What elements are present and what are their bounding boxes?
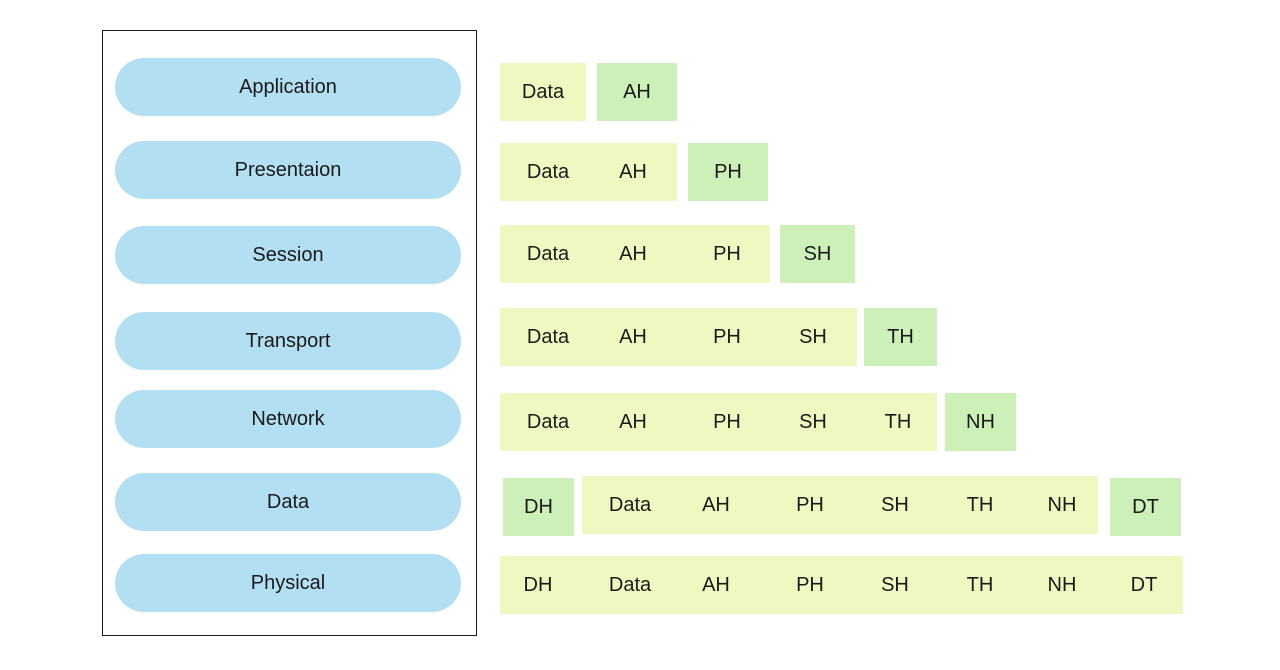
payload-label: Data [526,242,570,265]
layer-physical: Physical [115,554,461,612]
osi-stack-frame [102,30,477,636]
layer-presentation: Presentaion [115,141,461,199]
header-label: NH [966,410,995,433]
trailer-segment: DT [1110,478,1181,536]
header-segment: PH [688,143,768,201]
header-label: SH [803,242,832,265]
payload-label: Data [608,493,652,516]
payload-label: SH [799,325,827,348]
payload-label: DH [523,573,553,596]
payload-label: NH [1047,573,1077,596]
payload-label: TH [966,493,994,516]
payload-segment: Data AH PH SH TH NH [582,476,1098,534]
payload-label: TH [884,410,912,433]
payload-label: PH [713,242,741,265]
payload-label: Data [608,573,652,596]
layer-data-link: Data [115,473,461,531]
layer-network: Network [115,390,461,448]
payload-label: AH [619,325,647,348]
layer-session: Session [115,226,461,284]
payload-label: PH [796,493,824,516]
payload-label: Data [526,160,570,183]
payload-label: DT [1130,573,1158,596]
payload-segment: Data AH [500,143,677,201]
header-label: TH [887,325,914,348]
header-segment: AH [597,63,677,121]
payload-label: Data [526,325,570,348]
payload-label: Data [526,410,570,433]
payload-label: PH [713,325,741,348]
header-segment: NH [945,393,1016,451]
payload-label: AH [702,573,730,596]
payload-segment: Data AH PH SH [500,308,857,366]
payload-label: AH [702,493,730,516]
payload-label: Data [521,80,565,103]
header-label: DH [524,495,553,518]
header-label: PH [714,160,742,183]
header-segment: SH [780,225,855,283]
payload-segment: Data AH PH [500,225,770,283]
payload-label: AH [619,160,647,183]
payload-label: PH [796,573,824,596]
payload-label: SH [881,573,909,596]
layer-transport: Transport [115,312,461,370]
trailer-label: DT [1132,495,1159,518]
payload-label: PH [713,410,741,433]
payload-label: SH [881,493,909,516]
payload-label: AH [619,242,647,265]
leading-header-segment: DH [503,478,574,536]
payload-label: AH [619,410,647,433]
payload-segment: Data AH PH SH TH [500,393,937,451]
header-label: AH [623,80,651,103]
payload-segment: Data [500,63,586,121]
payload-segment: DH Data AH PH SH TH NH DT [500,556,1183,614]
layer-application: Application [115,58,461,116]
payload-label: TH [966,573,994,596]
header-segment: TH [864,308,937,366]
payload-label: NH [1047,493,1077,516]
payload-label: SH [799,410,827,433]
